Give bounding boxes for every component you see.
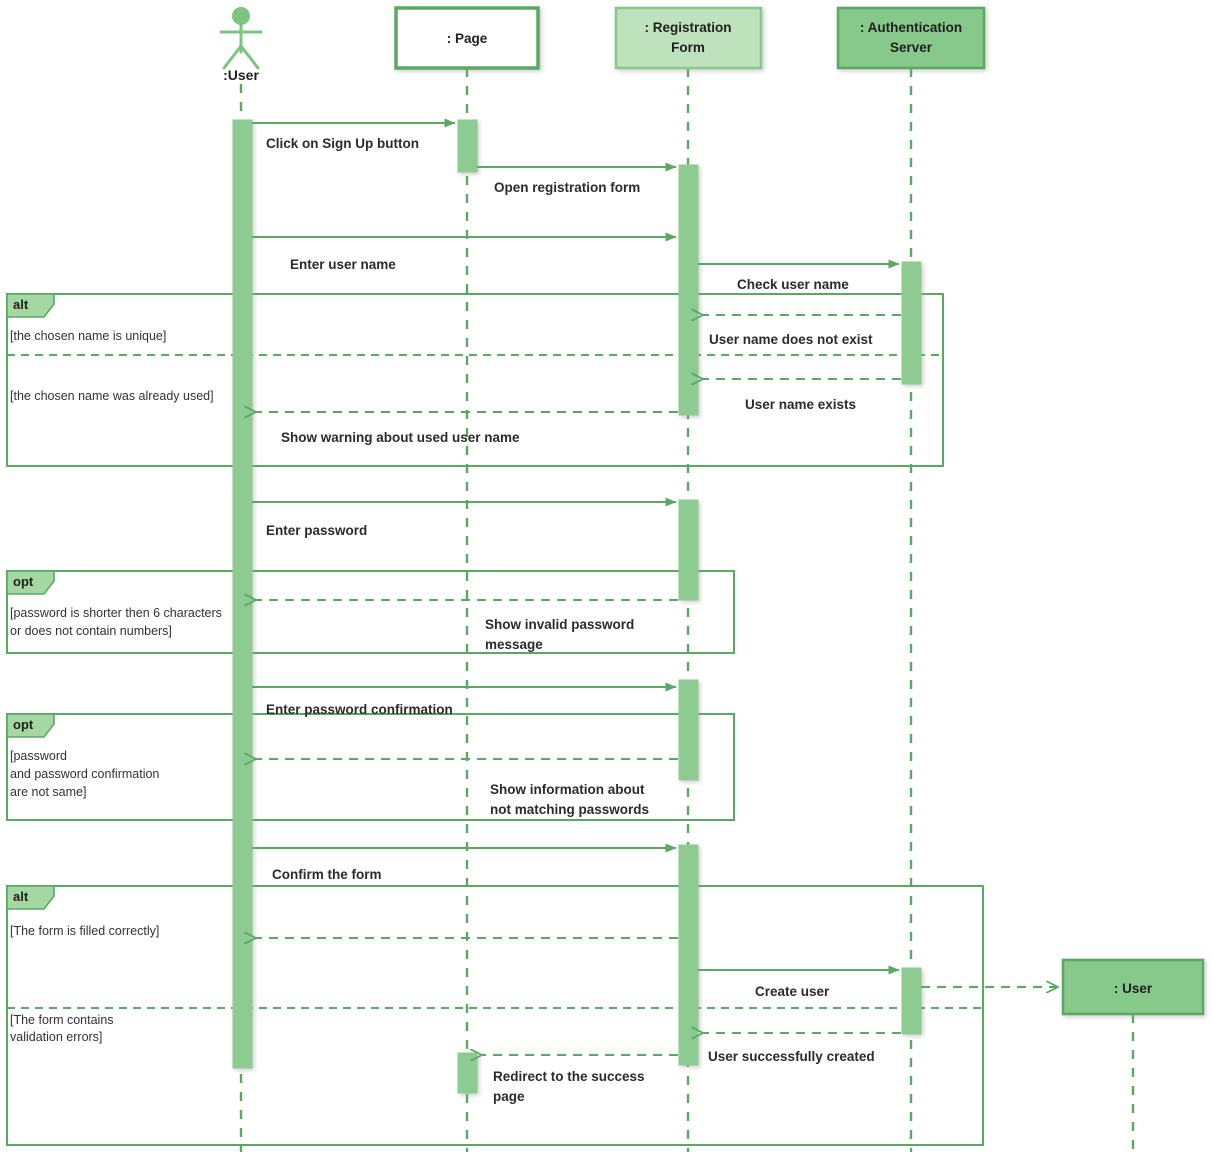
message-user-name-exists[interactable]: User name exists: [703, 379, 901, 412]
lifeline-head-authentication-server[interactable]: : Authentication Server: [836, 6, 986, 70]
message-label-line2: page: [493, 1089, 525, 1104]
fragment-operator-label: alt: [13, 889, 29, 904]
message-label: User name exists: [745, 397, 856, 412]
fragment-operator-tab: [6, 713, 55, 738]
fragment-guard-1-line3: are not same]: [10, 785, 86, 799]
message-label: User successfully created: [708, 1049, 875, 1064]
lifeline-head-user[interactable]: :User: [219, 7, 263, 83]
message-label-line1: Redirect to the success: [493, 1069, 645, 1084]
fragment-operator-label: opt: [13, 717, 34, 732]
message-label: User name does not exist: [709, 332, 873, 347]
activation-bars: [232, 119, 922, 1094]
lifeline-head-label-line1: : Registration: [644, 20, 731, 35]
fragment-operator-label: opt: [13, 574, 34, 589]
message-click-sign-up[interactable]: Click on Sign Up button: [252, 118, 456, 151]
message-confirm-the-form[interactable]: Confirm the form: [252, 843, 677, 882]
fragment-guard-1: [The form is filled correctly]: [10, 924, 159, 938]
fragment-guard-2: [the chosen name was already used]: [10, 389, 214, 403]
fragment-operator-tab: [6, 570, 55, 595]
fragment-opt-invalid-password: opt [password is shorter then 6 characte…: [6, 570, 735, 654]
message-show-not-matching-passwords[interactable]: Show information about not matching pass…: [256, 759, 678, 817]
activation-registration-form-2: [678, 499, 699, 601]
message-label: Confirm the form: [272, 867, 382, 882]
activation-page-1: [457, 119, 478, 173]
lifeline-head-box: [836, 6, 986, 70]
message-label-line2: message: [485, 637, 543, 652]
message-create-user[interactable]: Create user: [698, 965, 900, 999]
fragment-guard-2-line1: [The form contains: [10, 1013, 114, 1027]
activation-user: [232, 119, 253, 1069]
lifeline-head-box: [394, 6, 540, 70]
message-label: Check user name: [737, 277, 849, 292]
fragment-guard-2-line2: validation errors]: [10, 1030, 102, 1044]
fragment-frame: [6, 885, 984, 1146]
activation-registration-form-1: [678, 164, 699, 416]
fragment-opt-password-mismatch: opt [password and password confirmation …: [6, 713, 735, 821]
message-show-invalid-password[interactable]: Show invalid password message: [256, 600, 678, 652]
fragment-frame: [6, 570, 735, 654]
fragment-guard-1: [the chosen name is unique]: [10, 329, 166, 343]
fragment-operator-tab: [6, 293, 55, 318]
message-label-line2: not matching passwords: [490, 802, 649, 817]
lifeline-head-registration-form[interactable]: : Registration Form: [614, 6, 763, 70]
activation-registration-form-4: [678, 844, 699, 1066]
message-label: Enter password confirmation: [266, 702, 453, 717]
message-enter-password-confirmation[interactable]: Enter password confirmation: [252, 682, 677, 717]
lifeline-head-box: [614, 6, 763, 70]
message-user-successfully-created[interactable]: User successfully created: [703, 1033, 901, 1064]
fragment-alt-username: alt [the chosen name is unique] [the cho…: [6, 293, 944, 467]
message-show-warning-used-name[interactable]: Show warning about used user name: [256, 412, 678, 445]
message-redirect-success-page[interactable]: Redirect to the success page: [482, 1055, 678, 1104]
message-label: Click on Sign Up button: [266, 136, 419, 151]
fragment-guard-1-line2: or does not contain numbers]: [10, 624, 172, 638]
message-label-line1: Show information about: [490, 782, 645, 797]
lifeline-head-label: :User: [223, 67, 259, 83]
lifeline-head-label-line2: Server: [890, 40, 933, 55]
message-enter-password[interactable]: Enter password: [252, 497, 677, 538]
fragment-frame: [6, 713, 735, 821]
message-enter-user-name[interactable]: Enter user name: [252, 232, 677, 272]
message-check-user-name[interactable]: Check user name: [698, 259, 900, 292]
lifeline-head-label-line2: Form: [671, 40, 705, 55]
fragment-frame: [6, 293, 944, 467]
activation-page-2: [457, 1052, 478, 1094]
fragment-operator-tab: [6, 885, 55, 910]
fragment-guard-1-line1: [password is shorter then 6 characters: [10, 606, 222, 620]
message-user-name-does-not-exist[interactable]: User name does not exist: [703, 315, 901, 347]
activation-registration-form-3: [678, 679, 699, 781]
message-label: Show warning about used user name: [281, 430, 520, 445]
fragment-guard-1-line2: and password confirmation: [10, 767, 159, 781]
message-label: Enter user name: [290, 257, 396, 272]
message-label-line1: Show invalid password: [485, 617, 634, 632]
message-label: Create user: [755, 984, 830, 999]
lifeline-head-new-user[interactable]: : User: [1061, 958, 1205, 1016]
message-label: Open registration form: [494, 180, 640, 195]
lifeline-head-page[interactable]: : Page: [394, 6, 540, 70]
activation-authentication-server-1: [901, 261, 922, 385]
lifeline-head-label-line1: : Authentication: [860, 20, 962, 35]
fragment-guard-1-line1: [password: [10, 749, 67, 763]
lifeline-head-label: : Page: [447, 31, 488, 46]
fragment-alt-form-validation: alt [The form is filled correctly] [The …: [6, 885, 984, 1146]
lifeline-head-label: : User: [1114, 981, 1153, 996]
actor-icon: [219, 7, 263, 70]
activation-authentication-server-2: [901, 967, 922, 1035]
fragment-operator-label: alt: [13, 297, 29, 312]
message-label: Enter password: [266, 523, 367, 538]
message-open-registration-form[interactable]: Open registration form: [477, 162, 677, 195]
lifeline-head-box: [1061, 958, 1205, 1016]
